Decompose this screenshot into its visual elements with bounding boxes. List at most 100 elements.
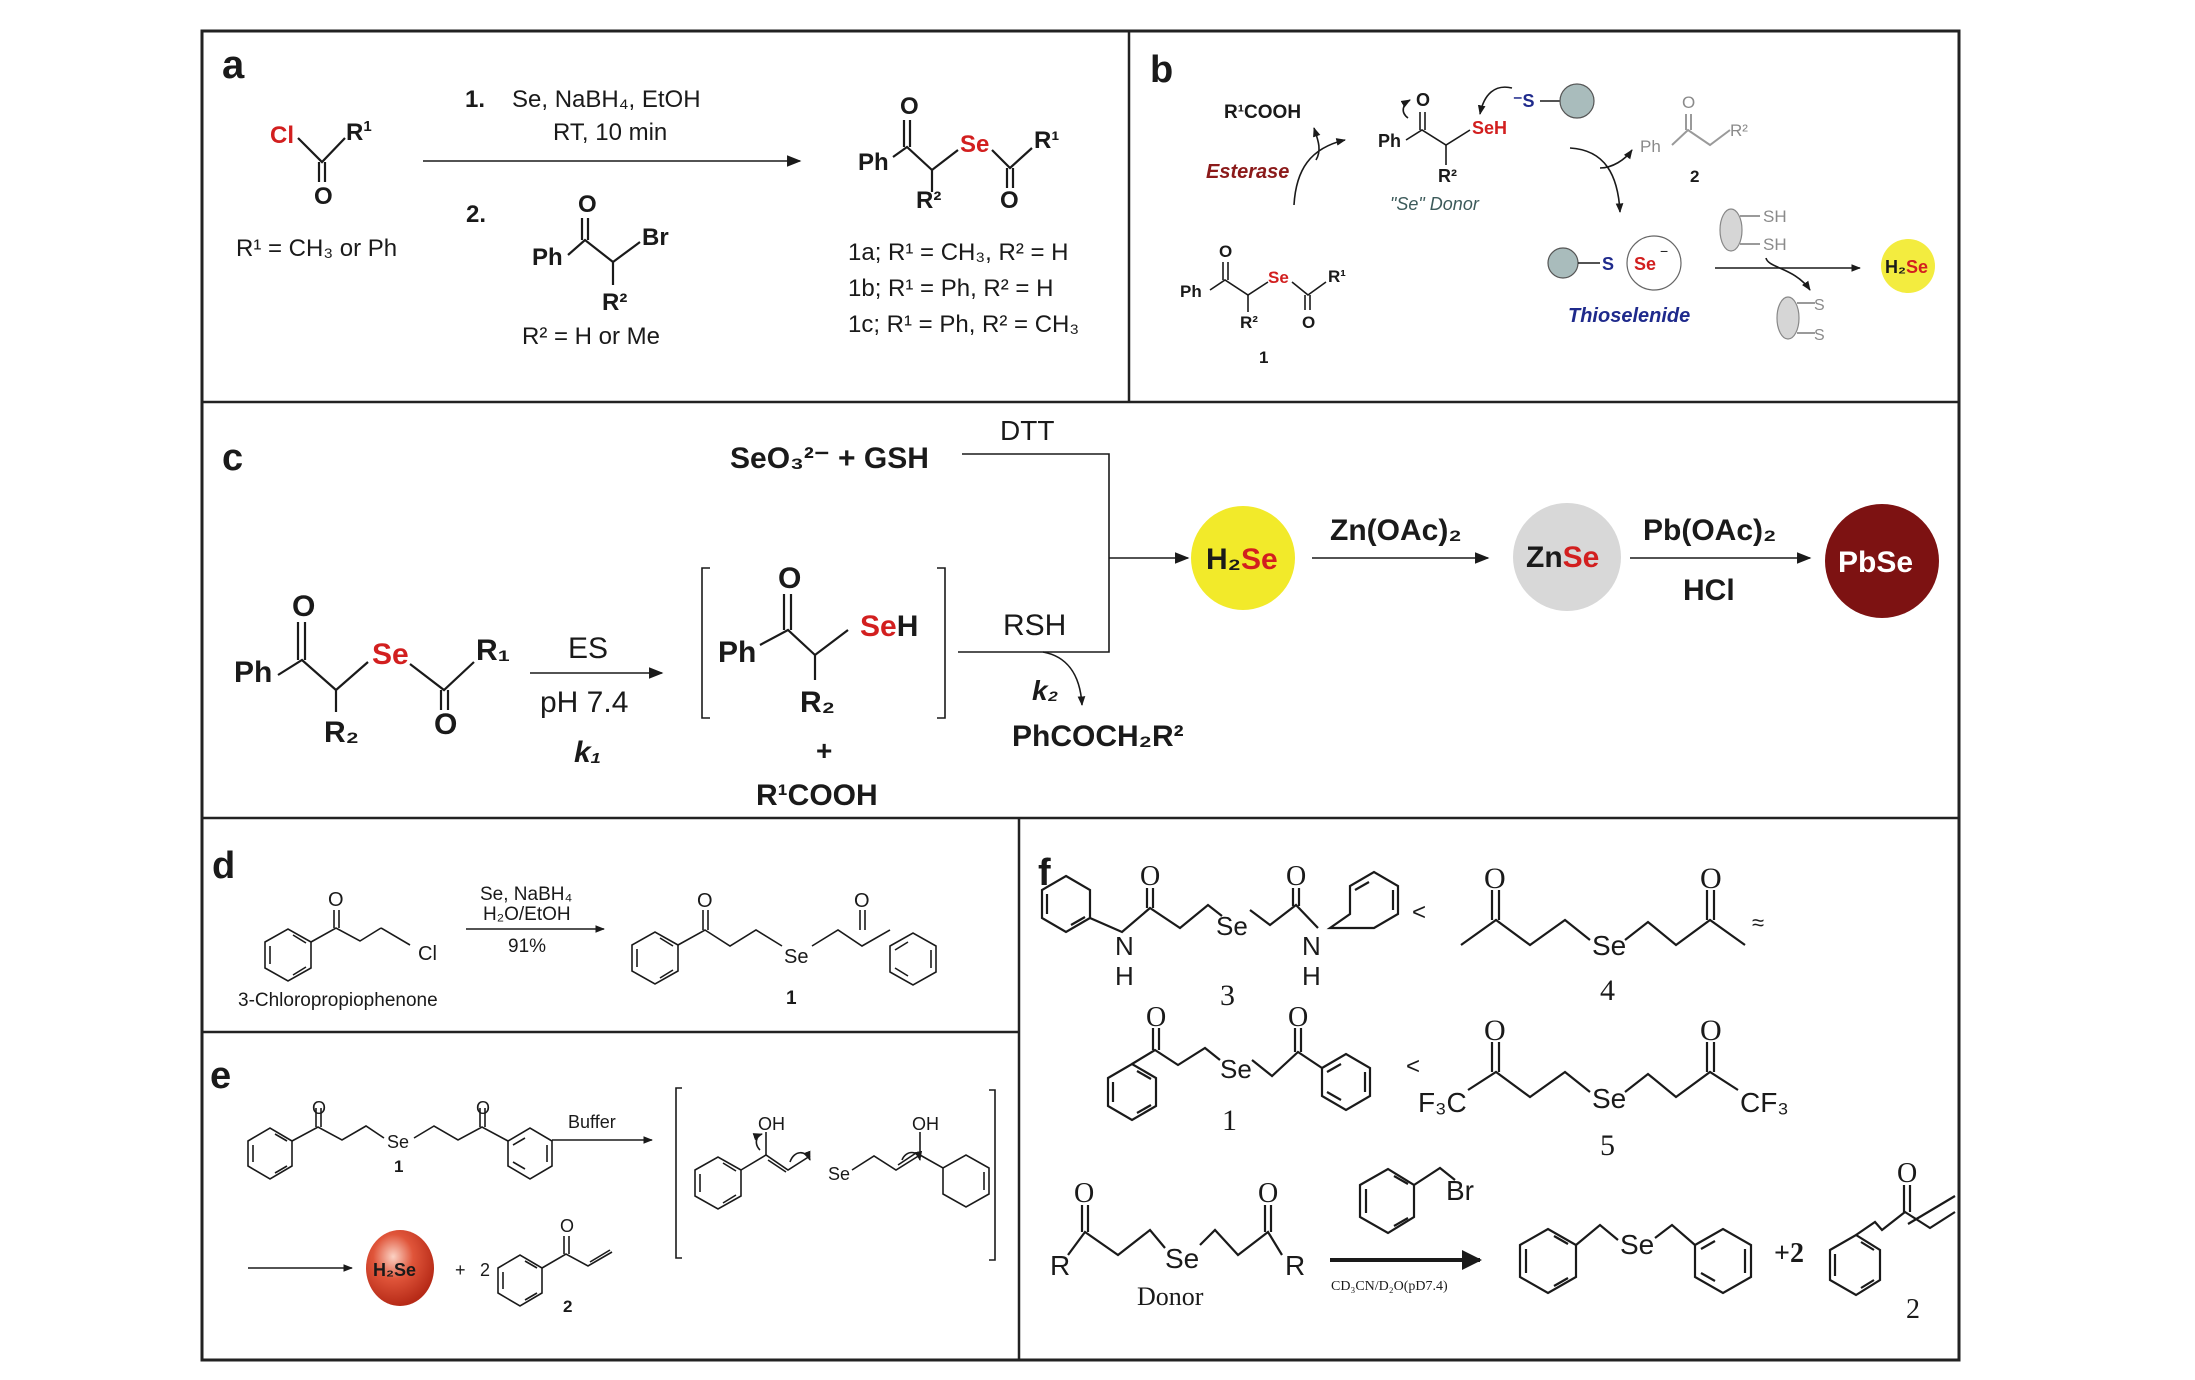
atom-r: R (1285, 1250, 1305, 1281)
pbse-circle (1825, 504, 1939, 618)
atom-o: O (476, 1098, 490, 1118)
compound-number: 5 (1600, 1129, 1615, 1162)
atom-r2: R₂ (800, 686, 835, 719)
bond-acyl (297, 137, 346, 164)
plus-sign: + (455, 1260, 466, 1280)
atom-o: O (1000, 187, 1019, 214)
converging-lines (958, 453, 1110, 653)
sulfur: S (1814, 327, 1825, 344)
compound-number: 1 (1259, 348, 1268, 367)
atom-se: Se (784, 946, 808, 968)
atom-r1: R¹ (1328, 267, 1346, 286)
atom-se: Se (1268, 268, 1289, 287)
atom-seh: SeH (1472, 118, 1507, 138)
ketone-byproduct: PhCOCH₂R² (1012, 720, 1184, 753)
enol-oh: OH (912, 1114, 939, 1134)
panel-e: e O Se O 1 Buffer OH Se OH (210, 1055, 996, 1316)
compound-number: 2 (1690, 167, 1699, 186)
atom-br: Br (642, 224, 669, 251)
k1-label: k₁ (574, 736, 601, 769)
atom-r1: R¹ (1034, 127, 1059, 154)
reagent-line-1: Se, NaBH₄ (480, 884, 572, 905)
plus-coefficient: +2 (1774, 1238, 1804, 1269)
atom-se: Se (1592, 1083, 1626, 1114)
znse-label: ZnSe (1526, 541, 1599, 574)
atom-br: Br (1446, 1175, 1474, 1206)
atom-o: O (1484, 862, 1506, 895)
thiolate: ⁻S (1513, 91, 1535, 111)
starting-material-name: 3-Chloropropiophenone (238, 990, 438, 1011)
atom-r2: R₂ (324, 716, 359, 749)
lead-acetate-label: Pb(OAc)₂ (1643, 514, 1776, 547)
atom-se: Se (1592, 930, 1626, 961)
atom-o: O (292, 590, 315, 623)
atom-r2: R² (1730, 121, 1748, 140)
donor-caption: "Se" Donor (1390, 194, 1480, 214)
less-than: < (1406, 1053, 1420, 1080)
compound-number: 3 (1220, 979, 1235, 1012)
atom-cl: Cl (270, 122, 294, 149)
plus-sign: + (816, 735, 832, 766)
step1-conditions: RT, 10 min (553, 119, 667, 146)
protein-icon (1547, 247, 1579, 279)
atom-o: O (1146, 1002, 1166, 1033)
cf3-group: CF₃ (1740, 1087, 1789, 1118)
atom-o: O (1700, 862, 1722, 895)
atom-o: O (1682, 93, 1695, 112)
panel-f: f O N H Se O N H 3 < O Se O 4 ≈ O Se (1038, 852, 1956, 1325)
atom-h: H (1302, 961, 1321, 991)
atom-o: O (1074, 1178, 1094, 1209)
r2-definition: R² = H or Me (522, 323, 660, 350)
atom-se: Se (1216, 911, 1248, 941)
compound-number: 1 (786, 988, 797, 1009)
bracket-right (937, 567, 946, 719)
atom-o: O (1288, 1002, 1308, 1033)
h2se-circle (1191, 506, 1295, 610)
h2se-label: H₂Se (1885, 257, 1928, 277)
dtt-label: DTT (1000, 415, 1054, 446)
compound-number: 2 (1906, 1294, 1920, 1325)
atom-o: O (1897, 1158, 1917, 1189)
thiol: SH (1763, 207, 1787, 226)
pbse-label: PbSe (1838, 546, 1913, 579)
atom-r1: R1 (346, 118, 372, 146)
atom-n: N (1302, 931, 1321, 961)
es-label: ES (568, 632, 608, 665)
esterase-label: Esterase (1206, 161, 1289, 183)
panel-d: d O Cl 3-Chloropropiophenone Se, NaBH₄ H… (212, 845, 937, 1011)
atom-r: R (1050, 1250, 1070, 1281)
atom-o: O (1140, 861, 1160, 892)
rsh-label: RSH (1003, 609, 1066, 642)
acid-byproduct: R¹COOH (756, 779, 878, 812)
atom-se: Se (1165, 1243, 1199, 1274)
r1-definition: R¹ = CH₃ or Ph (236, 235, 397, 262)
atom-o: O (697, 890, 713, 912)
enol-oh: OH (758, 1114, 785, 1134)
k2-label: k₂ (1032, 675, 1058, 706)
atom-ph: Ph (234, 656, 272, 689)
thioselenide-caption: Thioselenide (1568, 305, 1690, 327)
atom-r2: R² (602, 289, 627, 316)
atom-se: Se (372, 638, 409, 671)
atom-o: O (314, 183, 333, 210)
atom-r2: R² (1240, 313, 1258, 332)
product-1c: 1c; R¹ = Ph, R² = CH₃ (848, 311, 1079, 338)
compound-number: 1 (394, 1157, 403, 1176)
atom-se: Se (1634, 254, 1656, 274)
bracket-right (989, 1089, 996, 1261)
atom-o: O (312, 1098, 326, 1118)
bracket-left (675, 1087, 682, 1259)
approx-sign: ≈ (1752, 910, 1764, 935)
atom-se: Se (960, 131, 989, 158)
atom-o: O (560, 1216, 574, 1236)
zinc-acetate-label: Zn(OAc)₂ (1330, 514, 1462, 547)
panel-label-d: d (212, 845, 235, 887)
figure-frame (200, 29, 1961, 1362)
atom-o: O (778, 562, 801, 595)
atom-cl: Cl (418, 943, 437, 965)
panel-label-b: b (1150, 49, 1173, 91)
atom-se: Se (387, 1132, 409, 1152)
solvent-label: CD₃CN/D₂O(pD7.4) (1331, 1279, 1448, 1294)
protein-thiol-icon (1559, 83, 1595, 119)
compound-number: 1 (1222, 1104, 1237, 1137)
